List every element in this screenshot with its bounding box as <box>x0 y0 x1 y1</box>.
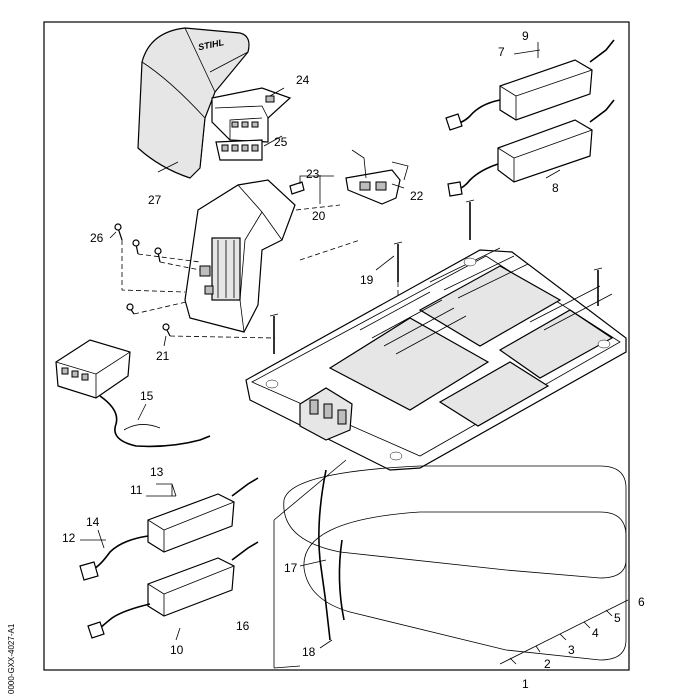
callout-6: 6 <box>638 595 645 609</box>
callout-7: 7 <box>498 45 505 59</box>
callout-25: 25 <box>274 135 288 149</box>
callout-14: 14 <box>86 515 100 529</box>
base-plate[interactable] <box>245 247 627 471</box>
callout-5: 5 <box>614 611 621 625</box>
leader-lines <box>80 42 629 665</box>
screw-21[interactable] <box>162 323 171 337</box>
power-supply-10[interactable] <box>87 541 259 639</box>
callout-13: 13 <box>150 465 164 479</box>
callout-12: 12 <box>62 531 76 545</box>
screw-26[interactable] <box>114 223 123 241</box>
diagram-frame <box>43 21 630 671</box>
callout-10: 10 <box>170 643 184 657</box>
callout-26: 26 <box>90 231 104 245</box>
electronics-module-lower[interactable] <box>215 139 263 161</box>
drawing-code: 0000-GXX-4027-A1 <box>7 623 16 694</box>
callout-3: 3 <box>568 643 575 657</box>
module-15[interactable] <box>55 339 211 448</box>
wire-bracket-16 <box>273 459 347 669</box>
screw-alignment-lines <box>121 204 361 339</box>
callout-8: 8 <box>552 181 559 195</box>
callout-24: 24 <box>296 73 310 87</box>
ground-pegs[interactable] <box>269 199 603 354</box>
callout-15: 15 <box>140 389 154 403</box>
callout-23: 23 <box>306 167 320 181</box>
callout-18: 18 <box>302 645 316 659</box>
connector-bracket[interactable] <box>345 149 409 205</box>
boundary-wire-loops[interactable] <box>283 465 627 661</box>
callout-27: 27 <box>148 193 162 207</box>
callout-17: 17 <box>284 561 298 575</box>
callout-21: 21 <box>156 349 170 363</box>
callout-2: 2 <box>544 657 551 671</box>
screw-26d[interactable] <box>126 303 135 315</box>
hood-cover[interactable]: STIHL <box>137 27 250 179</box>
screw-26c[interactable] <box>154 247 162 263</box>
callout-9: 9 <box>522 29 529 43</box>
power-supply-8[interactable] <box>447 99 615 197</box>
callout-labels: 1 2 3 4 5 6 7 8 9 10 11 12 13 14 15 16 1… <box>62 29 645 691</box>
callout-20: 20 <box>312 209 326 223</box>
callout-19: 19 <box>360 273 374 287</box>
screw-26b[interactable] <box>132 239 140 255</box>
clip[interactable] <box>289 181 305 195</box>
callout-16: 16 <box>236 619 250 633</box>
power-supply-9[interactable] <box>445 39 615 131</box>
docking-station-body[interactable] <box>184 179 296 333</box>
callout-1: 1 <box>522 677 529 691</box>
callout-22: 22 <box>410 189 424 203</box>
callout-4: 4 <box>592 626 599 640</box>
power-supply-13[interactable] <box>79 477 259 581</box>
electronics-module-upper[interactable] <box>211 87 292 143</box>
callout-11: 11 <box>130 483 143 497</box>
